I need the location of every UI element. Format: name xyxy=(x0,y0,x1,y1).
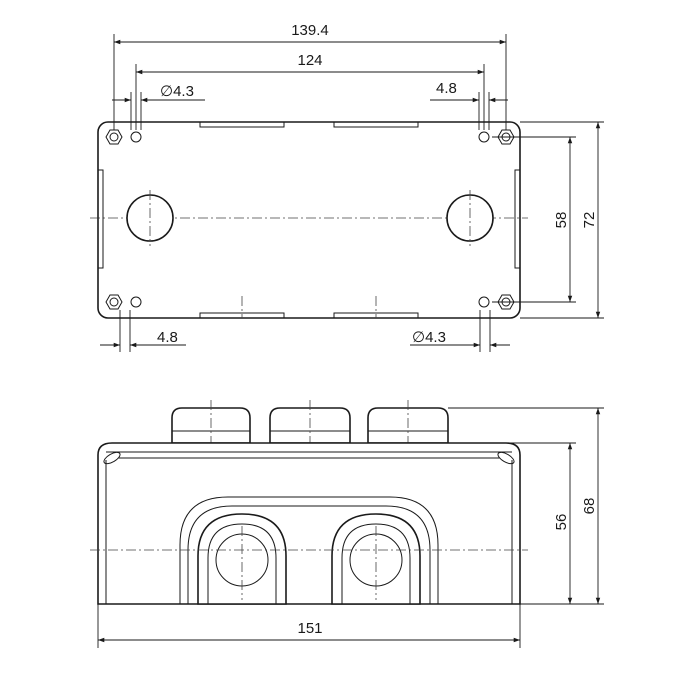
mount-hole-bottom-left xyxy=(130,296,142,308)
dim-hole-spacing: 124 xyxy=(297,52,322,69)
top-tab-right xyxy=(333,121,419,128)
mount-hole-top-left xyxy=(130,131,142,143)
left-rib xyxy=(97,169,104,269)
dim-overall-height: 72 xyxy=(581,212,598,229)
dim-slot-offset-bottom: 4.8 xyxy=(157,329,178,346)
dim-body-height: 56 xyxy=(553,514,570,531)
dim-hole-diameter-top: ∅4.3 xyxy=(160,83,194,100)
hex-screw-bottom-left xyxy=(105,294,123,310)
enclosure-body xyxy=(97,442,521,605)
hex-screw-top-left xyxy=(105,129,123,145)
mount-hole-top-right xyxy=(478,131,490,143)
mount-hole-bottom-right xyxy=(478,296,490,308)
front-view: 151 56 68 xyxy=(90,400,604,648)
dim-hole-diameter-bottom: ∅4.3 xyxy=(412,329,446,346)
cable-entry-boss xyxy=(179,496,439,604)
dim-overall-length: 139.4 xyxy=(291,22,329,39)
right-rib xyxy=(514,169,521,269)
dim-hole-height: 58 xyxy=(553,212,570,229)
top-tab-left xyxy=(199,121,285,128)
dim-overall-width: 151 xyxy=(297,620,322,637)
top-view: 139.4 124 ∅4.3 4.8 4.8 ∅4.3 58 72 xyxy=(90,22,604,352)
dim-overall-height-front: 68 xyxy=(581,498,598,515)
dim-slot-offset-top: 4.8 xyxy=(436,80,457,97)
